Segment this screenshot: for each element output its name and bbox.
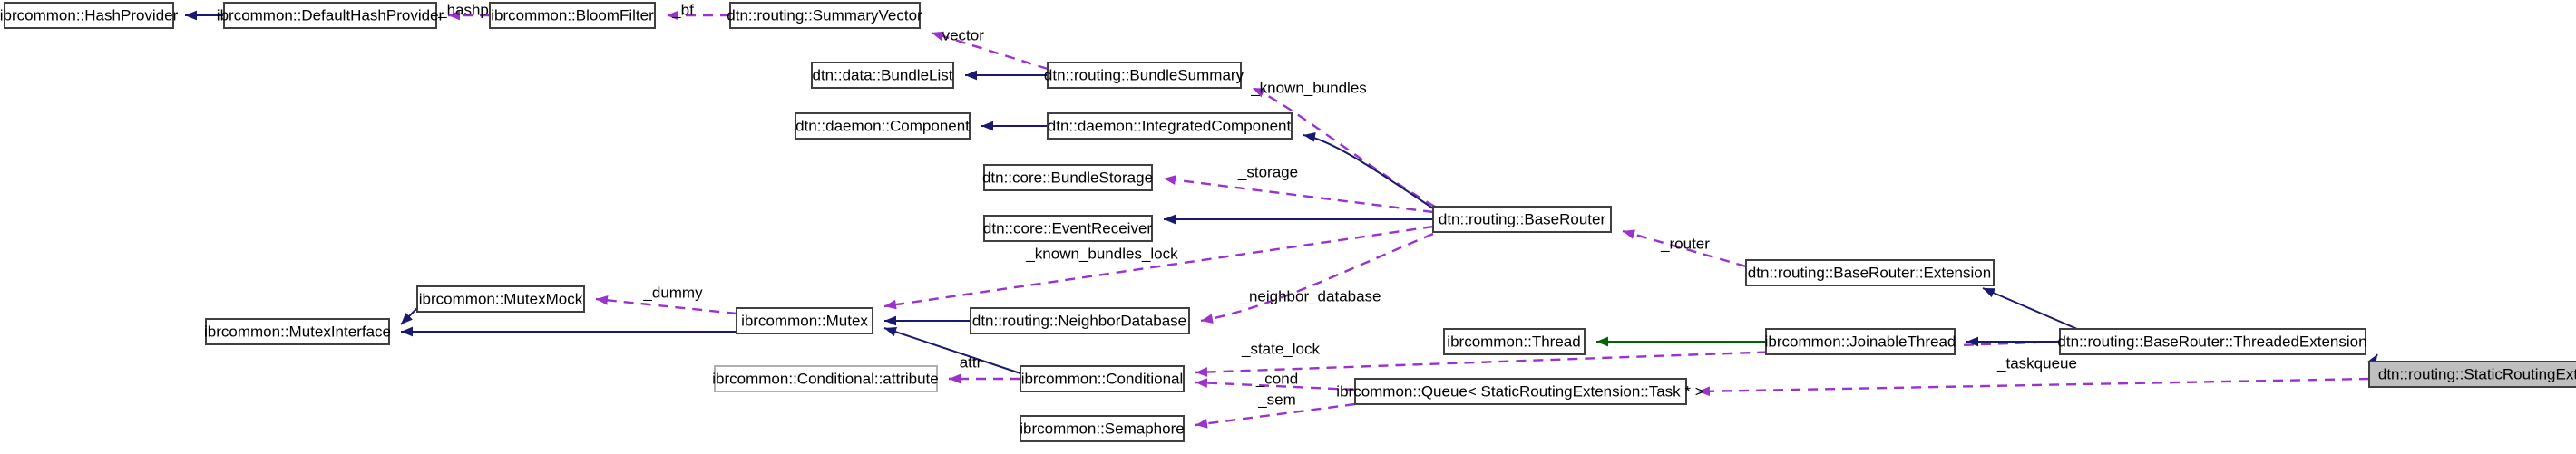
node-dtn-routing-summaryvector[interactable]: dtn::routing::SummaryVector xyxy=(727,2,922,29)
node-dtn-daemon-integratedcomponent[interactable]: dtn::daemon::IntegratedComponent xyxy=(1047,112,1293,140)
node-label: dtn::daemon::IntegratedComponent xyxy=(1048,117,1292,134)
edge-label-taskqueue: _taskqueue xyxy=(1996,354,2077,372)
edge-label-known-bundles-lock: _known_bundles_lock xyxy=(1025,245,1178,262)
node-label: dtn::data::BundleList xyxy=(812,66,952,83)
edge-label-router: _router xyxy=(1660,235,1710,252)
node-label: dtn::routing::NeighborDatabase xyxy=(972,312,1186,329)
edges-layer xyxy=(185,10,2378,429)
edge-mutex-mutexmock xyxy=(595,295,737,315)
node-label: dtn::routing::BaseRouter::Extension xyxy=(1748,264,1991,281)
edge-baserouter-integratedcomponent xyxy=(1303,132,1434,209)
node-label: dtn::routing::BundleSummary xyxy=(1044,66,1244,83)
edge-baserouter-bundlesummary xyxy=(1252,86,1436,208)
node-label: ibrcommon::HashProvider xyxy=(0,6,179,24)
edge-extension-baserouter xyxy=(1622,229,1747,268)
edge-label-bf: _bf xyxy=(671,1,694,18)
node-label: ibrcommon::Queue< StaticRoutingExtension… xyxy=(1336,382,1703,400)
node-label: dtn::daemon::Component xyxy=(795,117,970,134)
node-label: ibrcommon::Conditional::attribute xyxy=(712,370,938,387)
node-label: ibrcommon::MutexInterface xyxy=(204,323,391,340)
node-ibrcommon-queue-staticroutingextension-task[interactable]: ibrcommon::Queue< StaticRoutingExtension… xyxy=(1336,378,1704,405)
node-label: ibrcommon::Conditional xyxy=(1021,370,1184,387)
node-ibrcommon-semaphore[interactable]: ibrcommon::Semaphore xyxy=(1020,415,1185,442)
node-dtn-data-bundlelist[interactable]: dtn::data::BundleList xyxy=(811,62,954,89)
edge-label-known-bundles: _known_bundles xyxy=(1250,79,1367,96)
node-dtn-routing-neighbordatabase[interactable]: dtn::routing::NeighborDatabase xyxy=(970,307,1190,334)
node-ibrcommon-bloomfilter[interactable]: ibrcommon::BloomFilter xyxy=(489,2,656,29)
edge-label-state-lock: _state_lock xyxy=(1241,340,1320,357)
edge-conditional-mutex xyxy=(883,326,1021,374)
node-ibrcommon-conditional[interactable]: ibrcommon::Conditional xyxy=(1020,365,1185,392)
edge-threadedextension-extension xyxy=(1982,287,2078,330)
node-dtn-daemon-component[interactable]: dtn::daemon::Component xyxy=(795,112,971,140)
edge-baserouter-mutex xyxy=(883,225,1434,310)
node-label: ibrcommon::Semaphore xyxy=(1020,420,1184,437)
edge-bundlesummary-summaryvector xyxy=(931,31,1049,71)
node-dtn-routing-baserouter[interactable]: dtn::routing::BaseRouter xyxy=(1432,206,1612,233)
node-dtn-core-bundlestorage[interactable]: dtn::core::BundleStorage xyxy=(982,164,1153,191)
node-dtn-routing-baserouter-extension[interactable]: dtn::routing::BaseRouter::Extension xyxy=(1745,259,1995,286)
node-dtn-routing-baserouter-threadedextension[interactable]: dtn::routing::BaseRouter::ThreadedExtens… xyxy=(2057,328,2367,355)
node-label: dtn::routing::BaseRouter::ThreadedExtens… xyxy=(2057,333,2366,350)
node-label: ibrcommon::Thread xyxy=(1447,333,1580,350)
edge-label-neighbor-database: _neighbor_database xyxy=(1239,287,1381,304)
node-ibrcommon-conditional-attribute[interactable]: ibrcommon::Conditional::attribute xyxy=(712,365,939,392)
node-dtn-core-eventreceiver[interactable]: dtn::core::EventReceiver xyxy=(983,215,1153,242)
node-dtn-routing-bundlesummary[interactable]: dtn::routing::BundleSummary xyxy=(1044,62,1244,89)
edge-baserouter-neighbordatabase xyxy=(1200,232,1434,324)
node-label: dtn::core::EventReceiver xyxy=(983,219,1152,237)
edge-label-vector: _vector xyxy=(932,26,984,43)
edge-baserouter-bundlestorage xyxy=(1163,175,1434,214)
edge-label-storage: _storage xyxy=(1237,163,1298,180)
node-label: ibrcommon::DefaultHashProvider xyxy=(217,6,444,24)
node-label: ibrcommon::Mutex xyxy=(741,312,868,329)
node-dtn-routing-staticroutingextension[interactable]: dtn::routing::StaticRoutingExtension xyxy=(2368,361,2576,388)
node-label: dtn::routing::SummaryVector xyxy=(727,6,922,24)
edge-label-dummy: _dummy xyxy=(642,284,703,301)
node-ibrcommon-defaulthashprovider[interactable]: ibrcommon::DefaultHashProvider xyxy=(217,2,444,29)
edge-label-cond: _cond xyxy=(1255,370,1298,387)
nodes-layer: ibrcommon::HashProvider ibrcommon::Defau… xyxy=(0,2,2576,442)
node-ibrcommon-mutexinterface[interactable]: ibrcommon::MutexInterface xyxy=(204,318,391,345)
node-ibrcommon-hashprovider[interactable]: ibrcommon::HashProvider xyxy=(0,2,179,29)
node-label: ibrcommon::BloomFilter xyxy=(491,6,654,24)
edge-queue-semaphore xyxy=(1195,402,1356,429)
node-ibrcommon-joinablethread[interactable]: ibrcommon::JoinableThread xyxy=(1765,328,1956,355)
node-label: ibrcommon::MutexMock xyxy=(419,290,583,307)
node-ibrcommon-mutex[interactable]: ibrcommon::Mutex xyxy=(736,307,873,334)
edge-label-hashp: _hashp xyxy=(437,1,489,18)
node-ibrcommon-mutexmock[interactable]: ibrcommon::MutexMock xyxy=(416,285,585,313)
edge-label-attr: attr xyxy=(960,353,982,371)
node-label: dtn::routing::StaticRoutingExtension xyxy=(2378,365,2576,382)
edge-labels-layer: _hashp _bf _vector _known_bundles _stora… xyxy=(437,1,2077,408)
node-ibrcommon-thread[interactable]: ibrcommon::Thread xyxy=(1443,328,1586,355)
node-label: ibrcommon::JoinableThread xyxy=(1765,333,1956,350)
node-label: dtn::routing::BaseRouter xyxy=(1439,210,1606,227)
edge-queue-conditional xyxy=(1195,378,1356,391)
edge-mutexmock-mutexinterface xyxy=(400,307,418,325)
edge-label-sem: _sem xyxy=(1257,391,1296,408)
node-label: dtn::core::BundleStorage xyxy=(982,169,1153,186)
edge-staticroutingextension-queue xyxy=(1697,377,2370,397)
